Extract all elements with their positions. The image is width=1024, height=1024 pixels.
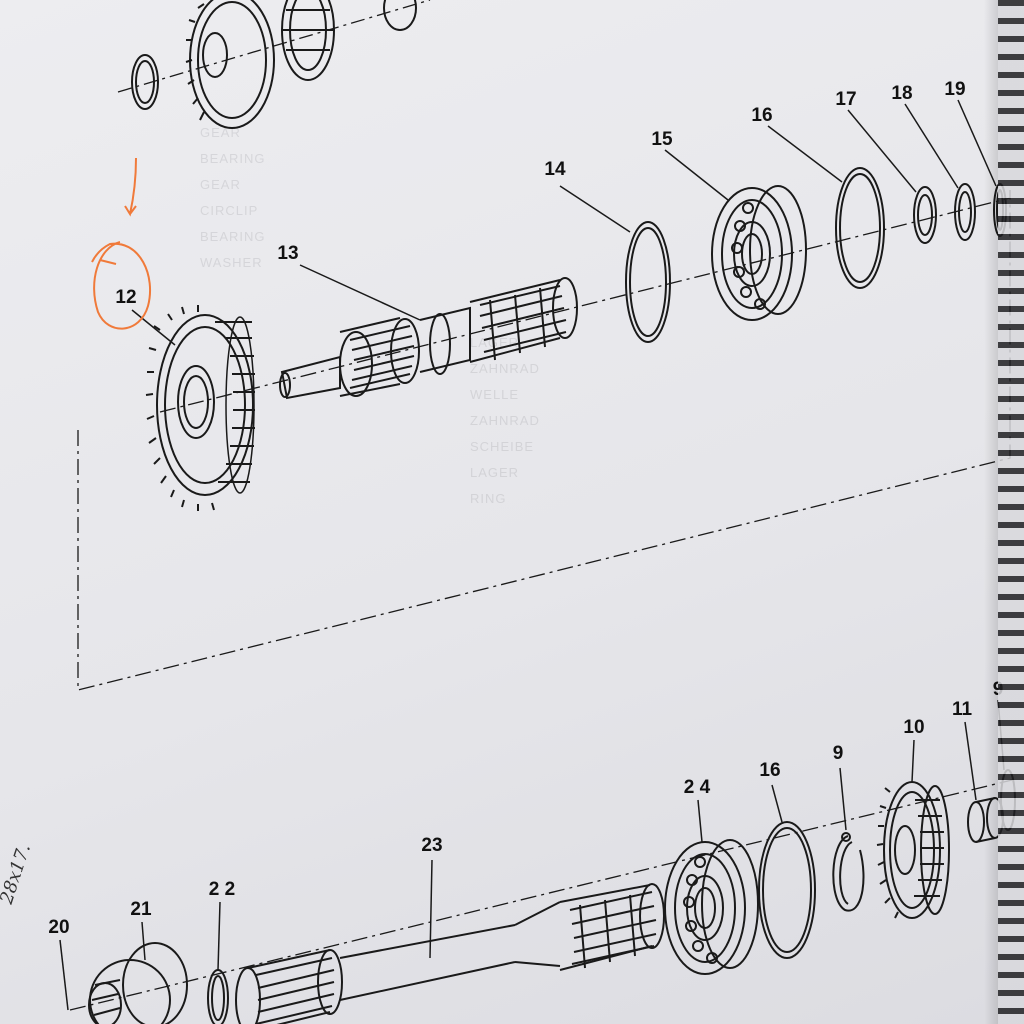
gear-12-icon [145, 305, 255, 511]
washer-18-icon [954, 183, 976, 241]
part-label-13: 13 [277, 243, 299, 264]
binder-spine [998, 0, 1024, 1024]
part-label-15: 15 [651, 129, 673, 150]
circle-mark-icon [91, 241, 152, 330]
gear-10-icon [876, 781, 950, 919]
part-label-24: 2 4 [683, 777, 711, 798]
ring-16-icon [835, 167, 885, 289]
part-label-12: 12 [115, 287, 137, 308]
part-label-16-lower: 16 [759, 760, 781, 781]
middle-center-line [159, 197, 1011, 413]
shaft-23-icon [235, 883, 665, 1024]
part-label-23: 23 [421, 835, 443, 856]
bearing-15-icon [711, 185, 807, 321]
top-partial-gear-icon [185, 0, 417, 129]
part-label-14: 14 [544, 159, 566, 180]
part-label-18: 18 [891, 83, 913, 104]
pen-annotations [91, 157, 152, 330]
ring-22-icon [207, 969, 229, 1024]
assembly-boundary [77, 190, 1011, 691]
part-label-22: 2 2 [208, 879, 236, 900]
part-label-19: 19 [944, 79, 966, 100]
check-arrow-icon [124, 157, 137, 217]
bearing-24-icon [664, 839, 759, 975]
part-label-10: 10 [903, 717, 925, 738]
page-shadow [984, 0, 998, 1024]
washer-17-icon [913, 186, 937, 244]
leader-lines-middle [131, 99, 997, 346]
part-label-17: 17 [835, 89, 857, 110]
part-label-20: 20 [48, 917, 70, 938]
part-label-11: 11 [951, 699, 973, 720]
circlip-9-icon [832, 832, 865, 912]
part-label-21: 21 [130, 899, 152, 920]
hub-21-icon [88, 942, 188, 1024]
shaft-13-icon [279, 277, 578, 400]
ring-16-bottom-icon [758, 821, 816, 959]
part-label-16: 16 [751, 105, 773, 126]
part-label-9-lower: 9 [832, 743, 844, 764]
snap-ring-14-icon [625, 221, 671, 343]
